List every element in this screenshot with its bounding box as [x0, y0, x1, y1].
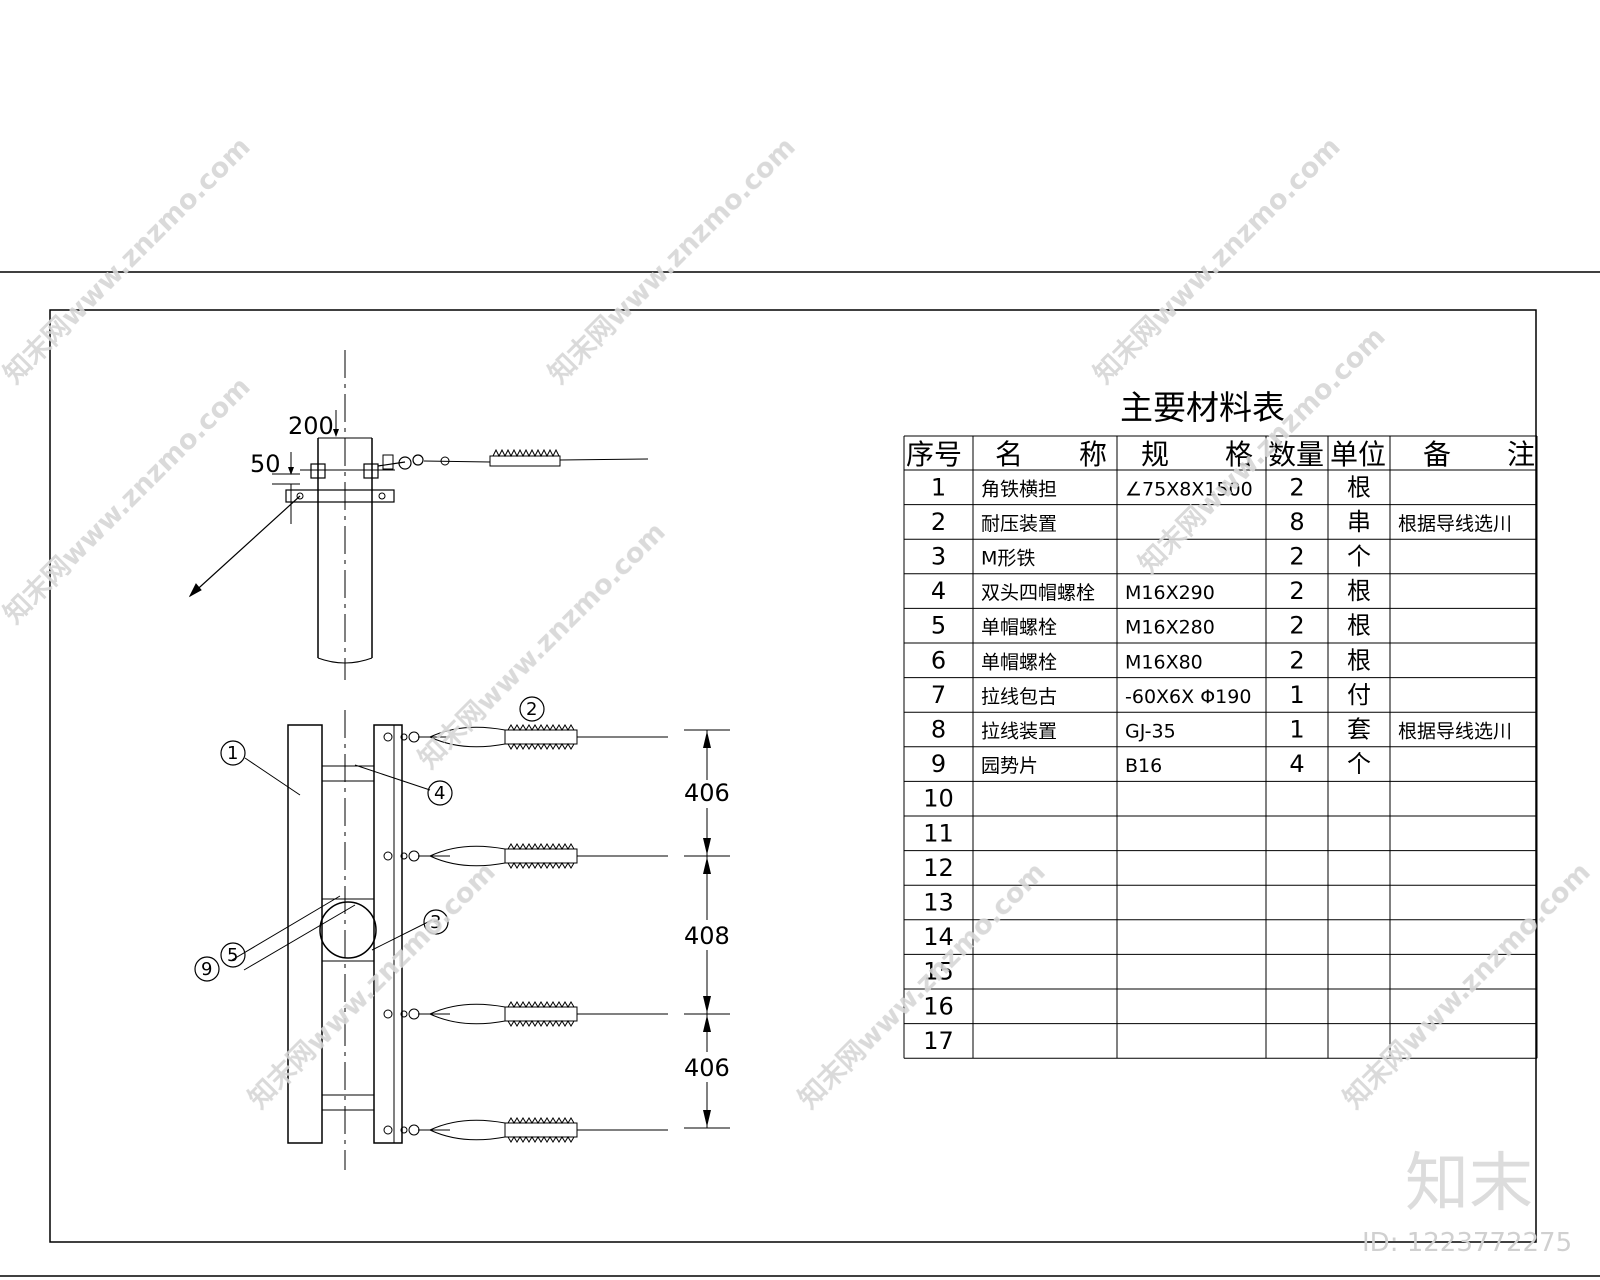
table-cell-index: 3: [931, 543, 946, 571]
table-cell-index: 11: [923, 819, 954, 847]
table-cell-unit: 根: [1347, 577, 1371, 605]
table-cell-index: 6: [931, 646, 946, 674]
table-cell-index: 10: [923, 785, 954, 813]
table-cell-unit: 根: [1347, 473, 1371, 501]
table-cell-index: 12: [923, 854, 954, 882]
table-cell-unit: 根: [1347, 646, 1371, 674]
table-cell-unit: 根: [1347, 612, 1371, 640]
table-cell-qty: 1: [1289, 716, 1304, 744]
watermark-text: 知末网www.znzmo.com: [0, 371, 257, 630]
table-cell-qty: 2: [1289, 646, 1304, 674]
brand-logo: 知末: [1405, 1147, 1533, 1221]
table-cell-note: 根据导线选川: [1398, 721, 1512, 743]
strain-assembly-3: [383, 1001, 668, 1027]
material-table-grid: [903, 435, 1538, 1059]
header-note: 备 注: [1423, 438, 1535, 471]
table-cell-unit: 套: [1347, 716, 1371, 744]
callout-strain-assembly: 2: [526, 699, 537, 720]
table-cell-spec: B16: [1125, 755, 1162, 777]
table-cell-name: 单帽螺栓: [981, 617, 1057, 639]
table-cell-index: 13: [923, 889, 954, 917]
table-cell-index: 14: [923, 923, 954, 951]
table-cell-name: 园势片: [981, 755, 1038, 777]
table-cell-spec: -60X6X Φ190: [1125, 686, 1251, 708]
table-cell-qty: 2: [1289, 543, 1304, 571]
dim-spacing-middle: 408: [684, 922, 730, 950]
table-cell-spec: ∠75X8X1500: [1125, 478, 1253, 500]
table-cell-name: 单帽螺栓: [981, 651, 1057, 673]
table-cell-spec: M16X290: [1125, 582, 1215, 604]
table-cell-index: 15: [923, 958, 954, 986]
header-index: 序号: [906, 438, 962, 471]
header-qty: 数量: [1268, 438, 1324, 471]
callout-double-bolt: 4: [434, 783, 445, 804]
watermark-text: 知末网www.znzmo.com: [243, 856, 502, 1115]
table-cell-unit: 个: [1347, 750, 1371, 778]
front-view: [231, 710, 730, 1170]
table-cell-index: 4: [931, 577, 946, 605]
watermark-text: 知末网www.znzmo.com: [1088, 131, 1347, 390]
watermark-text: 知末网www.znzmo.com: [1338, 856, 1597, 1115]
table-cell-qty: 1: [1289, 681, 1304, 709]
table-cell-index: 7: [931, 681, 946, 709]
table-cell-spec: M16X280: [1125, 617, 1215, 639]
callout-washer: 9: [201, 959, 212, 980]
table-cell-spec: GJ-35: [1125, 721, 1176, 743]
header-unit: 单位: [1330, 438, 1386, 471]
header-spec: 规 格: [1141, 438, 1253, 471]
table-cell-index: 5: [931, 612, 946, 640]
strain-assembly-1: [383, 724, 668, 750]
document-id: ID: 1223772275: [1362, 1228, 1572, 1258]
table-cell-name: 拉线装置: [981, 721, 1057, 743]
table-cell-qty: 2: [1289, 612, 1304, 640]
table-cell-index: 8: [931, 716, 946, 744]
table-cell-name: 双头四帽螺栓: [981, 582, 1095, 604]
material-table: 序号 名 称 规 格 数量 单位 备 注 1 角铁横担 ∠75X8X1500 2 根 2 耐…: [906, 438, 1535, 1055]
dim-top-offset: 200: [288, 412, 334, 440]
watermark-text: 知末网www.znzmo.com: [413, 516, 672, 775]
callout-crossarm: 1: [227, 743, 238, 764]
strain-assembly-2: [383, 843, 668, 869]
dim-spacing-upper: 406: [684, 779, 730, 807]
table-cell-spec: M16X80: [1125, 651, 1203, 673]
table-cell-note: 根据导线选川: [1398, 513, 1512, 535]
table-cell-name: 拉线包古: [981, 686, 1057, 708]
table-cell-qty: 4: [1289, 750, 1304, 778]
table-cell-index: 2: [931, 508, 946, 536]
table-cell-qty: 8: [1289, 508, 1304, 536]
table-cell-unit: 串: [1347, 508, 1371, 536]
strain-assembly-4: [383, 1117, 668, 1143]
callout-m-iron: 3: [430, 912, 441, 933]
watermark-text: 知末网www.znzmo.com: [543, 131, 802, 390]
dim-bracket-offset: 50: [250, 450, 281, 478]
table-title: 主要材料表: [1120, 388, 1285, 427]
watermark-text: 知末网www.znzmo.com: [0, 131, 257, 390]
table-cell-unit: 个: [1347, 543, 1371, 571]
table-cell-name: M形铁: [981, 548, 1035, 570]
table-cell-unit: 付: [1347, 681, 1371, 709]
table-cell-index: 17: [923, 1027, 954, 1055]
table-cell-index: 9: [931, 750, 946, 778]
table-cell-name: 角铁横担: [981, 478, 1057, 500]
callout-single-bolt: 5: [227, 945, 238, 966]
dim-spacing-lower: 406: [684, 1054, 730, 1082]
table-cell-qty: 2: [1289, 473, 1304, 501]
callout-badges: [194, 696, 545, 982]
table-cell-qty: 2: [1289, 577, 1304, 605]
header-name: 名 称: [995, 438, 1107, 471]
table-cell-index: 16: [923, 992, 954, 1020]
sheet-frame: [0, 271, 1600, 1277]
table-cell-index: 1: [931, 473, 946, 501]
top-view: [188, 350, 649, 680]
table-cell-name: 耐压装置: [981, 513, 1057, 535]
